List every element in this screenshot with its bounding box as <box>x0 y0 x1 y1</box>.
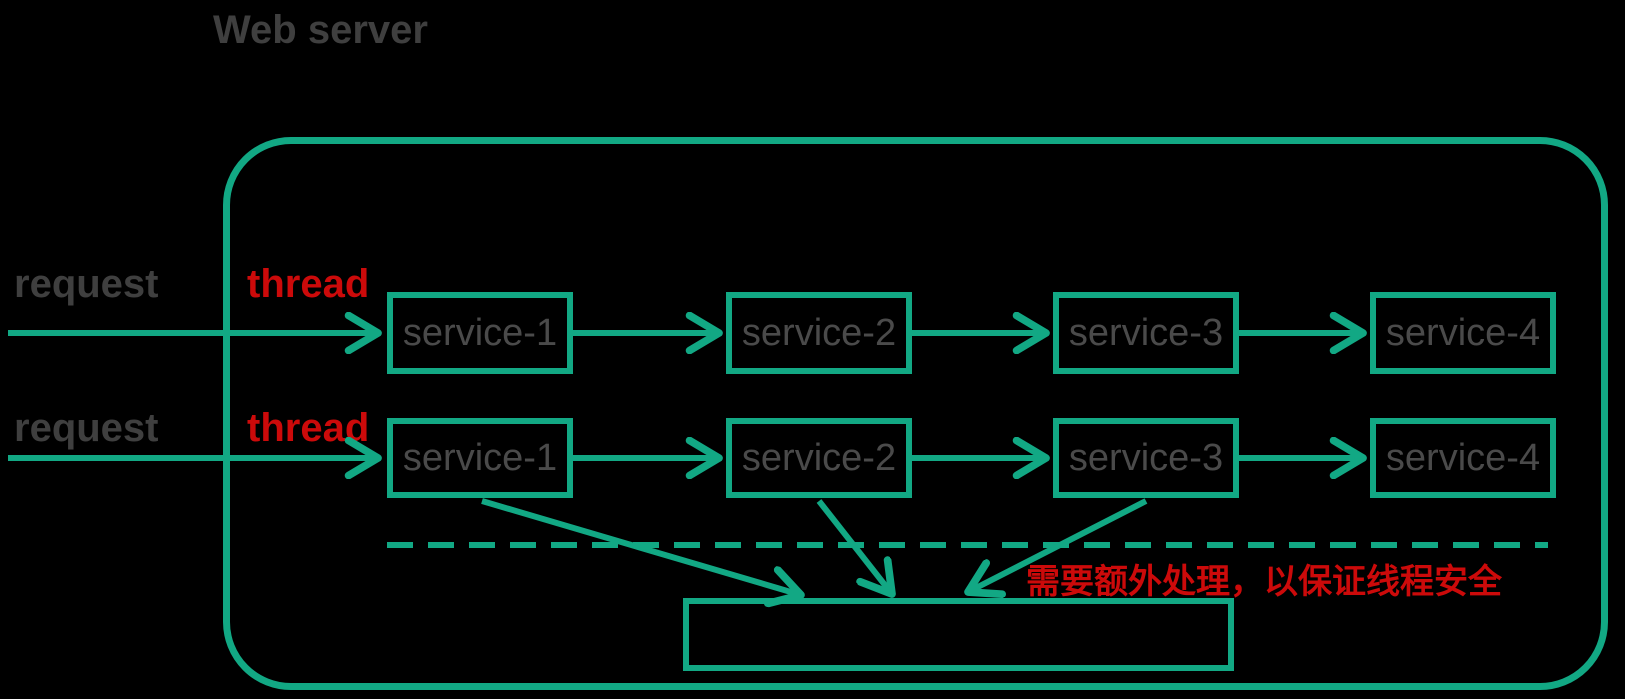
service-box-row2-1: service-1 <box>387 418 573 498</box>
request-label-2: request <box>14 406 159 450</box>
web-server-boundary <box>223 137 1608 690</box>
service-box-row1-1: service-1 <box>387 292 573 374</box>
thread-label-2: thread <box>247 406 370 450</box>
thread-label-1: thread <box>247 262 370 306</box>
service-box-row1-3: service-3 <box>1053 292 1239 374</box>
thread-safety-warning: 需要额外处理，以保证线程安全 <box>1026 563 1502 601</box>
service-box-row1-4: service-4 <box>1370 292 1556 374</box>
request-label-1: request <box>14 262 159 306</box>
service-box-row2-2: service-2 <box>726 418 912 498</box>
diagram-title: Web server <box>213 8 428 52</box>
service-box-row1-2: service-2 <box>726 292 912 374</box>
service-box-row2-4: service-4 <box>1370 418 1556 498</box>
service-box-row2-3: service-3 <box>1053 418 1239 498</box>
shared-resource-box <box>683 598 1234 671</box>
